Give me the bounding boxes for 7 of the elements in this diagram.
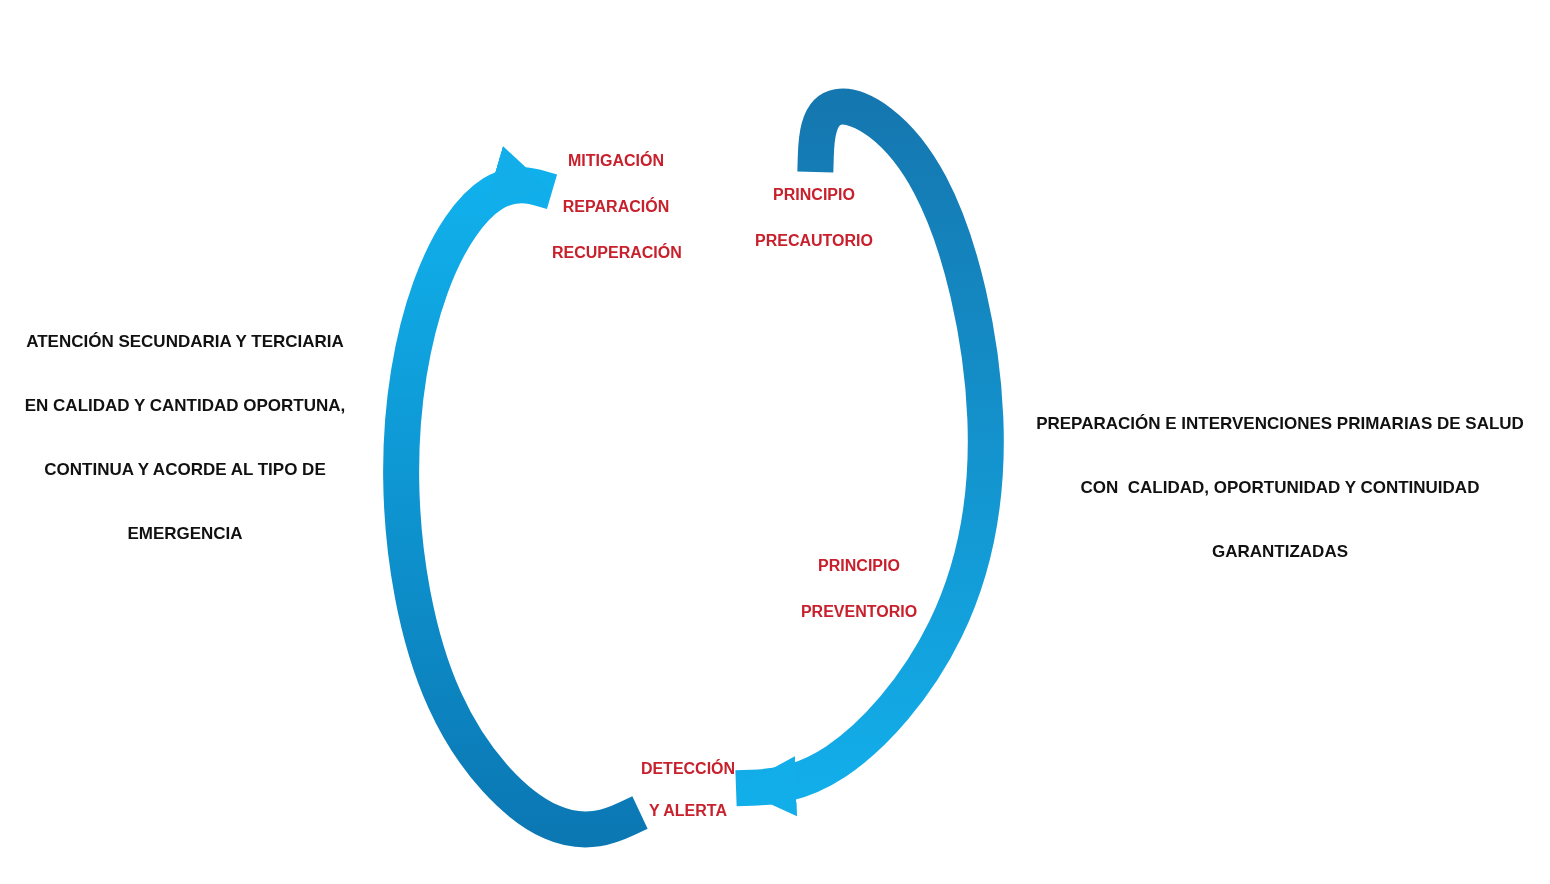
curved-arrow xyxy=(733,88,1004,817)
stage-label: PRINCIPIO PREVENTORIO xyxy=(800,557,918,620)
description-text: ATENCIÓN SECUNDARIA Y TERCIARIA EN CALIDAD Y CANTIDAD OPORTUNA, CONTINUA Y ACORDE AL TIPO DE EMERGENCIA xyxy=(23,331,347,545)
stage-label: PRINCIPIO PRECAUTORIO xyxy=(755,186,873,249)
stage-label: DETECCIÓN Y ALERTA xyxy=(640,760,736,819)
stage-label: MITIGACIÓN REPARACIÓN RECUPERACIÓN xyxy=(552,152,682,261)
description-text: PREPARACIÓN E INTERVENCIONES PRIMARIAS DE SALUD CON CALIDAD, OPORTUNIDAD Y CONTINUIDAD GARANTIZADAS xyxy=(1035,413,1525,563)
